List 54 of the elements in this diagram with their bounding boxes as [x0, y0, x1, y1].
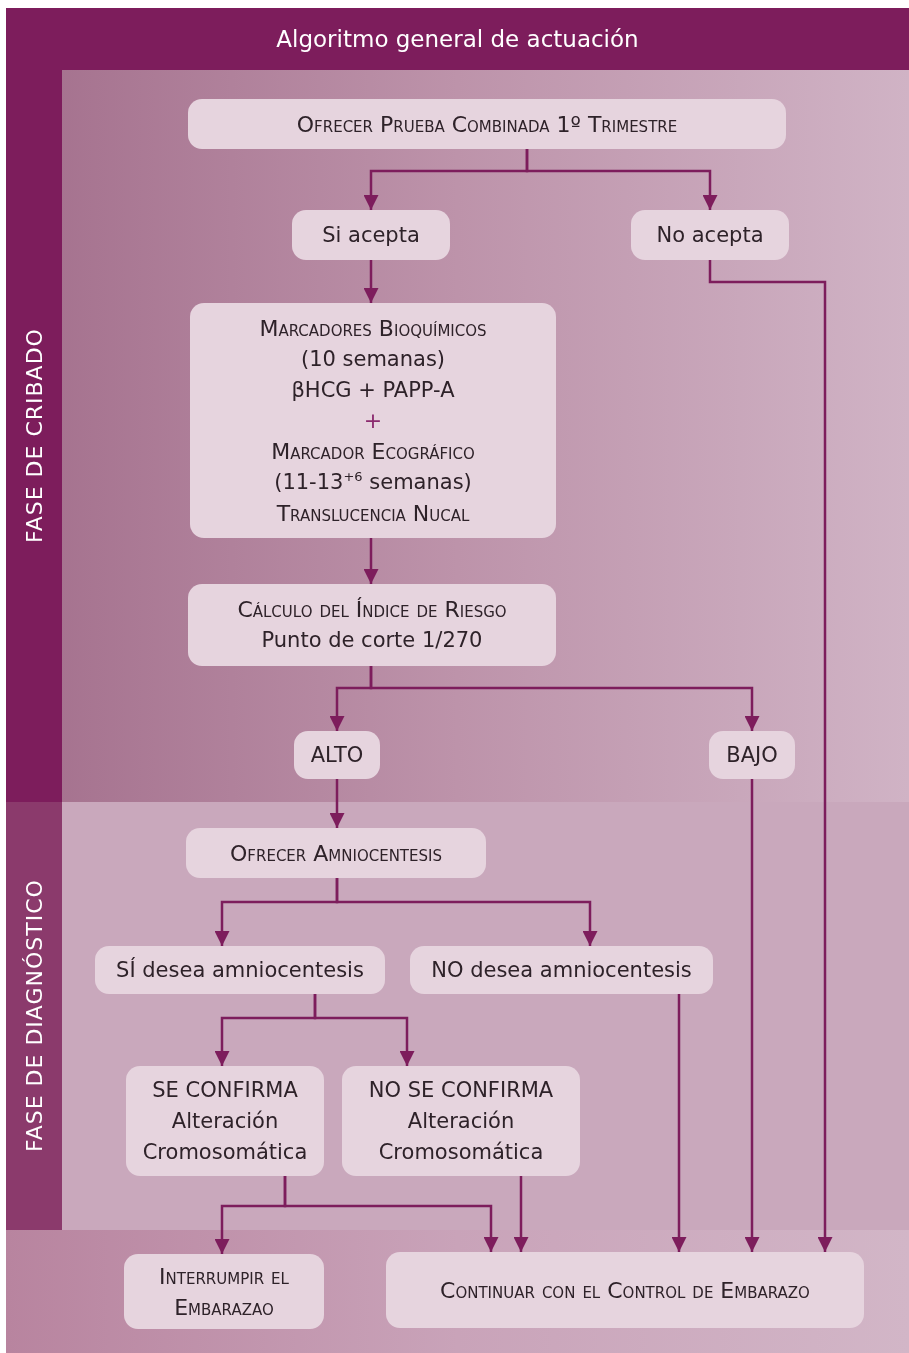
plus-sign: + — [363, 406, 383, 435]
box-text: (11-13$^{+6}$ semanas) — [274, 467, 472, 496]
process-box — [410, 946, 713, 994]
phase-band — [6, 802, 909, 1230]
arrow — [363, 538, 379, 584]
process-box — [190, 303, 556, 538]
box-text: SÍ desea amniocentesis — [116, 956, 364, 984]
box-text: (10 semanas) — [300, 345, 446, 373]
arrow — [329, 779, 345, 828]
box-text: Cálculo del Índice de Riesgo — [237, 596, 507, 624]
phase-label: FASE DE CRIBADO — [6, 70, 62, 802]
process-box — [386, 1252, 864, 1328]
process-box — [292, 210, 450, 260]
box-text: Interrumpir el Embarazao — [158, 1262, 290, 1322]
arrow — [313, 994, 415, 1066]
box-text: βHCG + PAPP-A — [291, 376, 455, 404]
phase-label: FASE DE DIAGNÓSTICO — [6, 802, 62, 1230]
process-box — [95, 946, 385, 994]
process-box — [709, 731, 795, 779]
box-text: Continuar con el Control de Embarazo — [440, 1276, 810, 1305]
arrow — [708, 260, 833, 1252]
arrow — [335, 878, 598, 946]
box-text: Si acepta — [322, 221, 420, 249]
box-text: Alteración Cromosomática — [377, 1107, 545, 1166]
box-text: SE CONFIRMA — [152, 1076, 298, 1104]
box-text: Punto de corte 1/270 — [261, 627, 483, 654]
arrow — [369, 666, 760, 731]
arrow — [525, 149, 718, 210]
box-text: Alteración Cromosomática — [141, 1107, 309, 1166]
phase-band — [6, 70, 909, 802]
box-text: Marcadores Bioquímicos — [259, 314, 487, 343]
box-text: Ofrecer Amniocentesis — [230, 839, 442, 868]
process-box — [631, 210, 789, 260]
process-box — [188, 584, 556, 666]
box-text: Translucencia Nucal — [276, 499, 470, 528]
box-text: No acepta — [656, 221, 764, 249]
arrow — [283, 1176, 499, 1252]
process-box — [188, 99, 786, 149]
box-text: Ofrecer Prueba Combinada 1º Trimestre — [296, 110, 678, 139]
box-text: NO desea amniocentesis — [431, 956, 692, 984]
arrow — [363, 260, 379, 303]
box-text: NO SE CONFIRMA — [368, 1076, 554, 1104]
box-text: Marcador Ecográfico — [271, 437, 475, 466]
title-bar: Algoritmo general de actuación — [6, 8, 909, 70]
arrow — [513, 1176, 529, 1252]
arrow — [671, 994, 687, 1252]
process-box — [186, 828, 486, 878]
arrow — [744, 779, 760, 1252]
process-box — [294, 731, 380, 779]
box-text: BAJO — [726, 741, 778, 769]
process-box — [124, 1254, 324, 1329]
process-box — [126, 1066, 324, 1176]
box-text: ALTO — [310, 741, 364, 769]
process-box — [342, 1066, 580, 1176]
